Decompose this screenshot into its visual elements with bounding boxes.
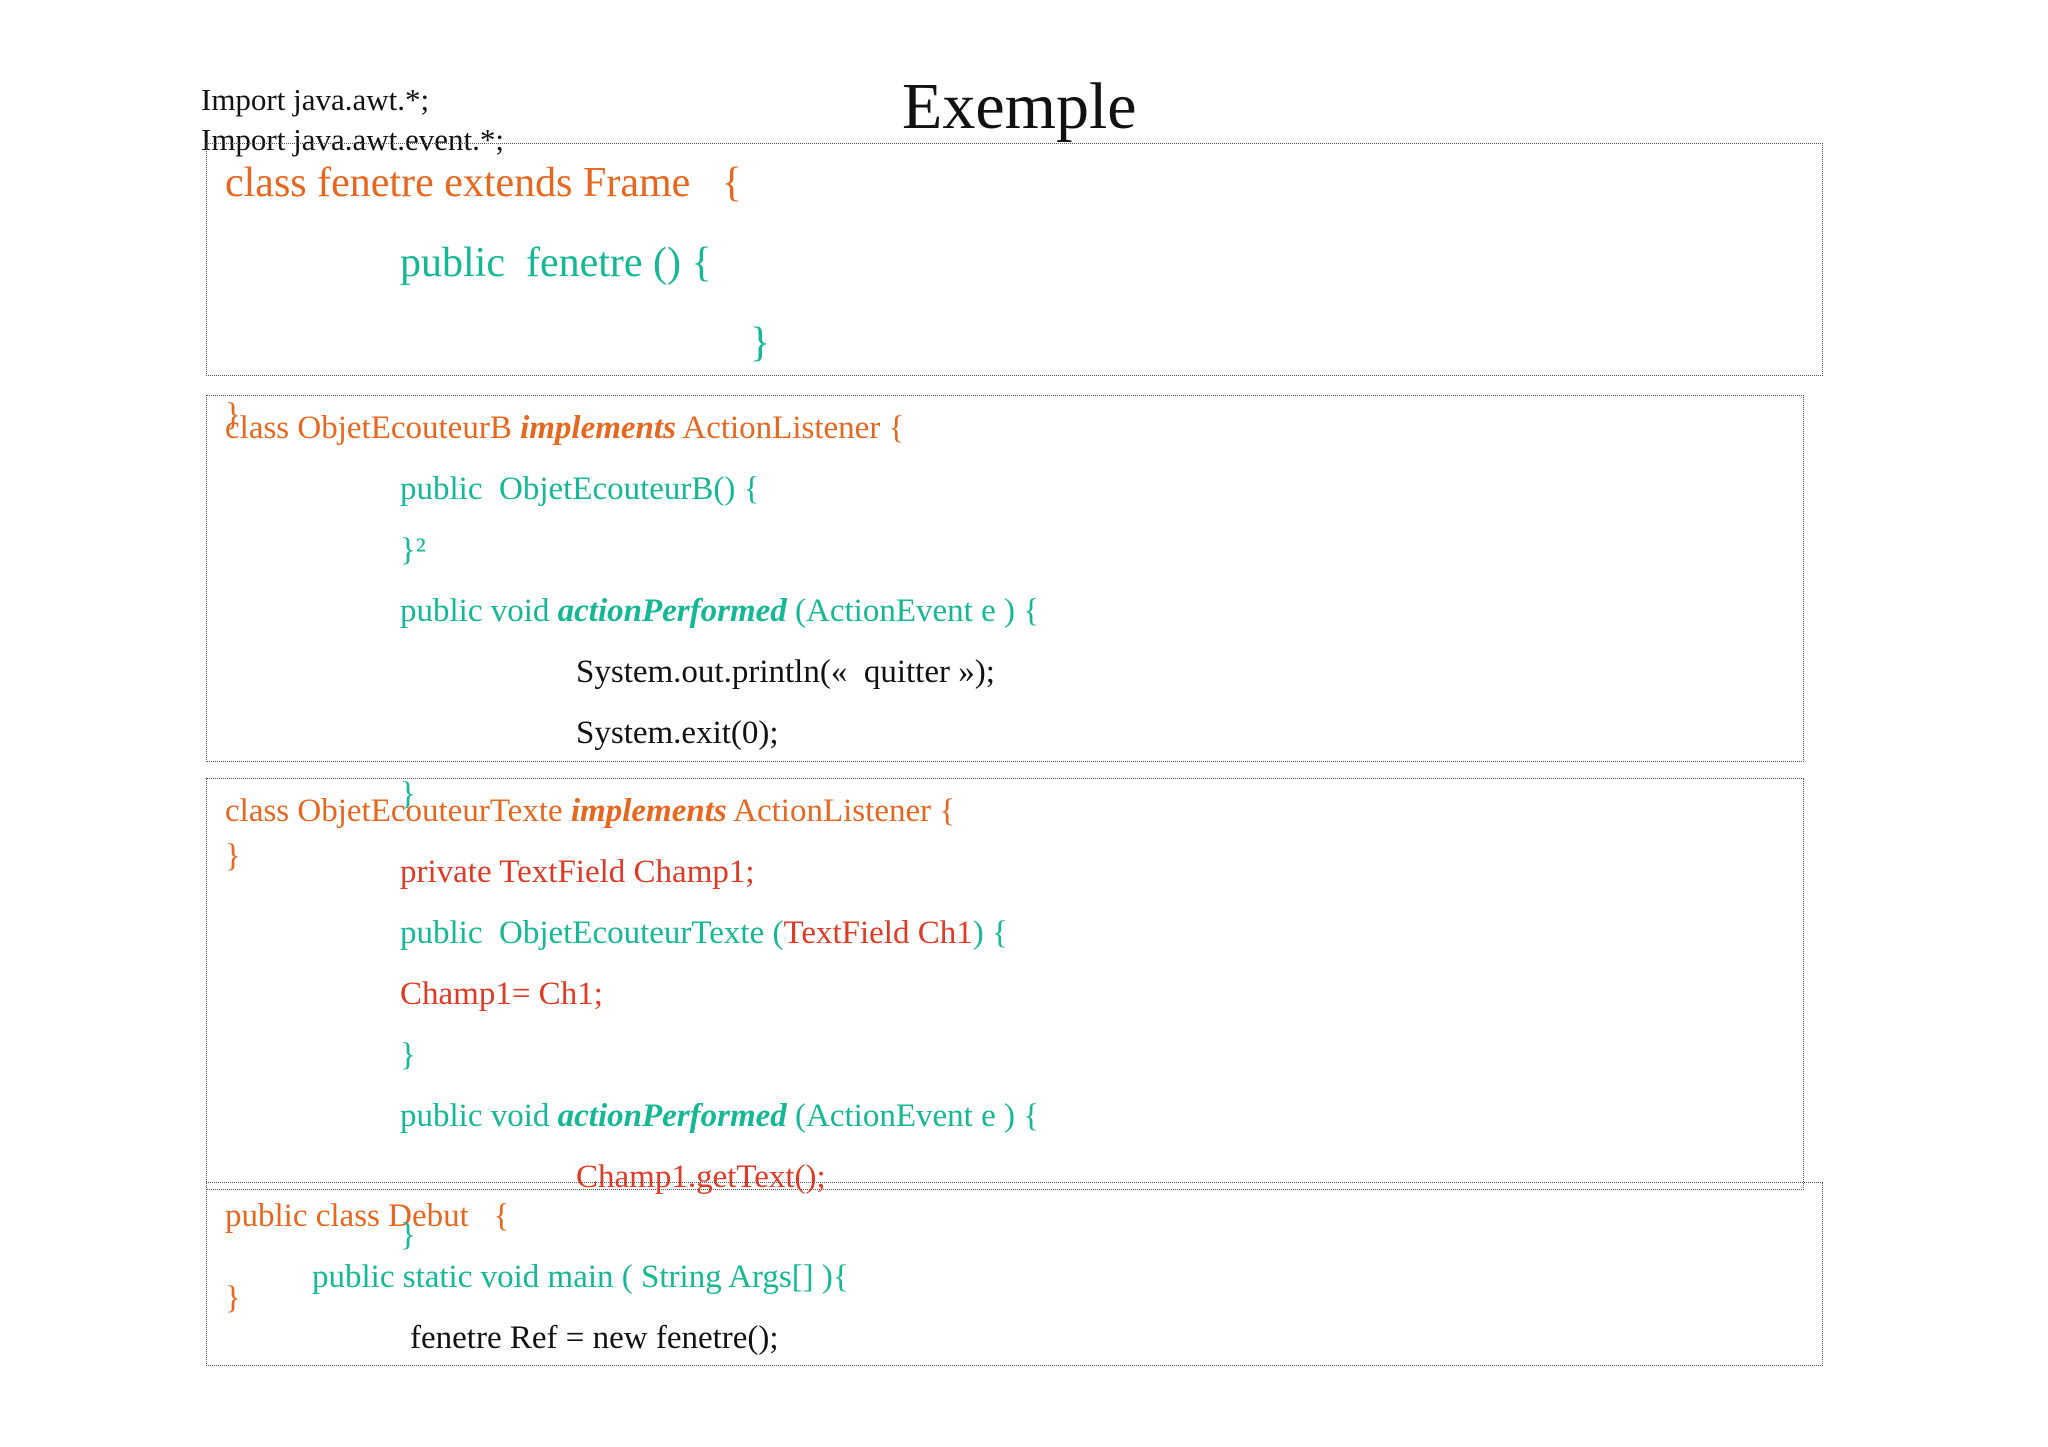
- code-box-ecouteur-b: [206, 395, 1804, 762]
- import-line: Import java.awt.*;: [201, 82, 430, 117]
- code-statement: System.exit(0);: [576, 715, 779, 751]
- closing-brace: }: [750, 320, 771, 366]
- method-declaration: public static void main ( String Args[] …: [312, 1259, 849, 1295]
- class-declaration: class ObjetEcouteurB implements ActionLi…: [225, 410, 905, 446]
- closing-brace: }: [400, 1037, 416, 1073]
- closing-brace: }: [400, 1217, 416, 1253]
- code-box-fenetre: [206, 143, 1823, 376]
- import-line: Import java.awt.event.*;: [201, 122, 505, 157]
- code-box-debut: [206, 1182, 1823, 1366]
- closing-brace: }: [225, 1280, 241, 1316]
- class-declaration: class ObjetEcouteurTexte implements Acti…: [225, 793, 956, 829]
- field-declaration: private TextField Champ1;: [400, 854, 755, 890]
- code-statement: fenetre Ref = new fenetre();: [410, 1320, 779, 1356]
- page-title: Exemple: [902, 70, 1137, 143]
- closing-brace: }: [225, 838, 241, 874]
- closing-brace: }: [400, 776, 416, 812]
- constructor-declaration: public fenetre () {: [400, 240, 712, 286]
- code-statement: System.out.println(« quitter »);: [576, 654, 995, 690]
- code-statement: Champ1.getText();: [576, 1159, 826, 1195]
- code-box-ecouteur-texte: [206, 778, 1804, 1190]
- class-declaration: public class Debut {: [225, 1198, 510, 1234]
- constructor-declaration: public ObjetEcouteurB() {: [400, 471, 760, 507]
- code-statement: Champ1= Ch1;: [400, 976, 603, 1012]
- class-declaration: class fenetre extends Frame {: [225, 160, 742, 206]
- method-declaration: public void actionPerformed (ActionEvent…: [400, 1098, 1040, 1134]
- constructor-declaration: public ObjetEcouteurTexte (TextField Ch1…: [400, 915, 1008, 951]
- method-declaration: public void actionPerformed (ActionEvent…: [400, 593, 1040, 629]
- closing-brace: }: [225, 397, 241, 433]
- closing-brace: }²: [400, 532, 426, 568]
